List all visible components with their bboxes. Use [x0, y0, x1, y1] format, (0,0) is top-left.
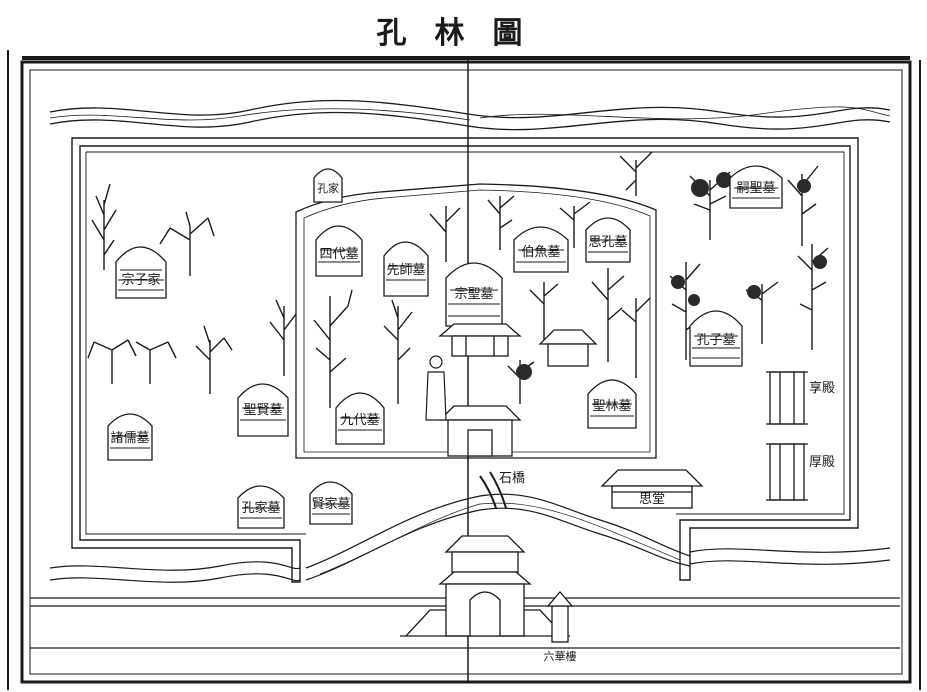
tree: [487, 195, 515, 250]
tree: [621, 297, 651, 378]
statue-figure: [425, 355, 447, 421]
tomb-hatching: [692, 335, 740, 359]
map-title: 孔林圖: [376, 16, 551, 51]
tree: [383, 299, 413, 404]
tomb-bottom-left: [237, 485, 285, 529]
tree-foliage: [813, 255, 827, 269]
label-hall-bottom: 思堂: [639, 492, 665, 507]
tomb-west: [107, 413, 153, 461]
label-tomb-bottom-mid: 賢家墓: [311, 496, 350, 512]
label-gate-tower: 六華樓: [544, 649, 577, 663]
side-pavilion-lower: [766, 443, 808, 501]
label-tomb-far-right-top: 嗣聖墓: [736, 181, 775, 196]
tomb-hatching: [448, 289, 500, 317]
tree: [195, 325, 233, 394]
tree: [159, 211, 215, 276]
tomb-hatching: [516, 249, 566, 263]
label-tomb-nine: 九代墓: [340, 413, 379, 428]
tomb-center: [445, 262, 503, 327]
tomb-xian: [383, 241, 429, 297]
label-tomb-west: 諸儒墓: [110, 430, 149, 446]
page-frame: [7, 50, 921, 690]
inner-enclosure: [295, 183, 657, 459]
label-side-pavilion-lower: 厚殿: [809, 455, 835, 470]
hall-bottom: [600, 469, 704, 509]
tomb-hatching: [240, 407, 286, 421]
tree-foliage: [716, 172, 732, 188]
stone-bridge: [479, 471, 507, 509]
label-tomb-right-center: 伯魚墓: [521, 245, 560, 260]
tree: [619, 151, 653, 196]
small-gate-tower: [546, 591, 574, 643]
river-bottom: [49, 493, 891, 583]
tomb-kong: [689, 310, 743, 367]
tomb-bottom-mid: [309, 481, 353, 525]
tree-foliage: [747, 285, 761, 299]
tomb-hatching: [590, 403, 634, 417]
side-pavilion-upper: [766, 371, 808, 425]
label-tomb-right-top: 思孔墓: [588, 235, 627, 250]
pavilion-center: [438, 323, 522, 357]
label-tomb-east-low: 聖林墓: [592, 399, 631, 414]
tomb-four: [315, 225, 363, 277]
inner-gate: [438, 405, 522, 457]
label-tomb-bottom-left: 孔家墓: [241, 500, 280, 516]
tomb-hatching: [732, 187, 780, 199]
tree-foliage: [688, 294, 700, 306]
label-tomb-left: 宗子家: [121, 272, 160, 288]
tomb-hatching: [110, 435, 150, 449]
tomb-hatching: [312, 503, 350, 515]
tree: [591, 268, 625, 362]
tree: [91, 183, 117, 270]
label-tomb-four: 四代墓: [319, 247, 358, 262]
tree: [787, 165, 819, 246]
tree: [87, 339, 177, 384]
label-tomb-center: 宗聖墓: [454, 286, 493, 302]
label-tomb-mid-left: 聖賢墓: [243, 403, 282, 418]
tree-foliage: [516, 364, 532, 380]
tomb-hatching: [240, 507, 282, 519]
label-tomb-xian: 先師墓: [386, 263, 425, 278]
tomb-hatching: [318, 249, 360, 263]
tree: [269, 299, 297, 376]
label-side-pavilion-upper: 享殿: [809, 380, 835, 396]
outer-wall: [71, 137, 859, 583]
tree: [313, 289, 353, 408]
pavilion-small: [538, 329, 598, 367]
tree-foliage: [797, 179, 811, 193]
tomb-hatching: [118, 269, 164, 291]
tomb-mid-left: [237, 383, 289, 437]
label-tomb-kong: 孔子墓: [696, 333, 735, 348]
main-gate-tower: [400, 535, 570, 637]
river-top: [49, 99, 891, 131]
tomb-far-right-top: [729, 165, 783, 209]
label-tomb-top-small: 孔家: [317, 181, 339, 195]
tomb-nine: [335, 392, 385, 445]
tomb-top-small: [313, 168, 343, 203]
tree-foliage: [691, 179, 709, 197]
tomb-left: [115, 246, 167, 299]
tree: [559, 201, 591, 248]
tree-foliage: [671, 275, 685, 289]
tree: [529, 282, 559, 340]
tomb-hatching: [588, 239, 628, 253]
tomb-hatching: [338, 417, 382, 431]
tomb-hatching: [386, 265, 426, 281]
label-stone-bridge: 石橋: [499, 471, 525, 486]
tree: [429, 206, 461, 262]
